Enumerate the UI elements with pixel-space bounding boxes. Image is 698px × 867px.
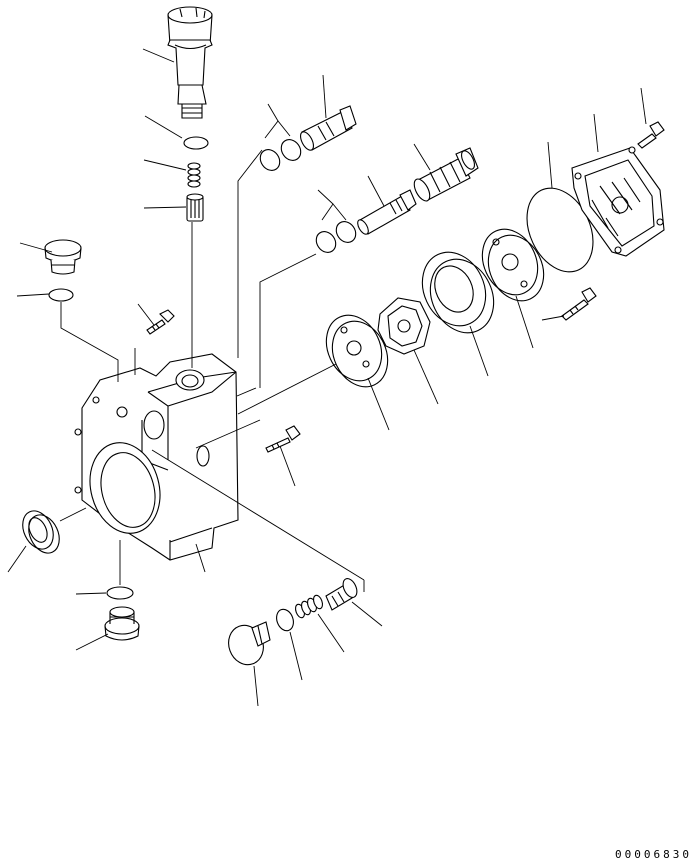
valve-plunger (187, 194, 203, 221)
rear-cover (572, 147, 664, 256)
o-ring-c (312, 228, 339, 256)
oil-seal (17, 506, 65, 558)
bolt-center (266, 426, 300, 452)
filter-element (168, 7, 212, 118)
o-ring-bottom-left (107, 587, 133, 599)
leader-lines (8, 49, 646, 706)
bolt-left (147, 310, 174, 334)
pump-housing (75, 354, 238, 560)
leader-bracket-middle (260, 190, 346, 388)
side-plate-right (472, 220, 554, 310)
valve-stem (356, 190, 416, 236)
relief-valve-upper (298, 106, 356, 152)
o-ring-d (332, 218, 359, 246)
o-ring-b (277, 136, 304, 164)
relief-valve-right (411, 148, 478, 203)
side-plate-left (316, 306, 398, 396)
o-ring-bottom (274, 607, 297, 633)
relief-plug-bottom (223, 620, 270, 669)
o-ring-upper (184, 137, 208, 149)
o-ring-a (256, 146, 283, 174)
bolt-middle-right (562, 288, 596, 320)
rotor (378, 298, 430, 354)
relief-piston (326, 576, 360, 610)
bolt-top-right (638, 122, 664, 148)
spring-upper (188, 163, 200, 187)
cam-ring (411, 242, 505, 343)
plug-bottom-left (105, 607, 139, 640)
plug-left-upper (45, 240, 81, 274)
spring-bottom (294, 594, 324, 619)
drawing-number: 00006830 (615, 848, 692, 861)
leader-bracket-upper (238, 104, 290, 358)
o-ring-left (49, 289, 73, 301)
